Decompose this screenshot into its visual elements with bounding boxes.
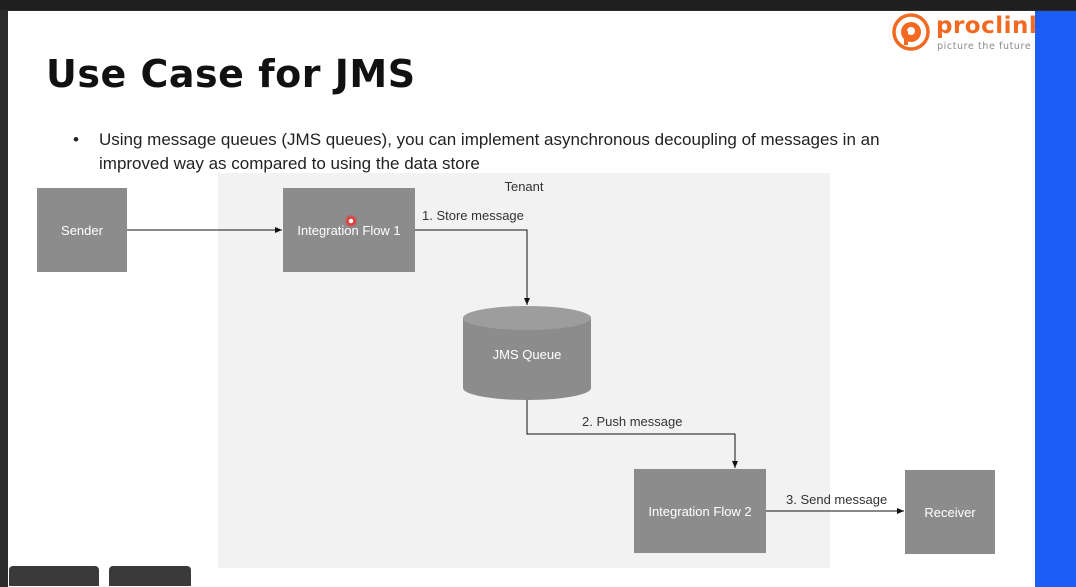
node-jms-queue-cylinder: [463, 306, 591, 400]
laser-pointer-dot: [345, 215, 357, 227]
logo-name: proclink: [936, 13, 1035, 39]
edge-push-message: [526, 400, 738, 468]
bullet-text: Using message queues (JMS queues), you c…: [99, 130, 880, 173]
presentation-slide: proclink picture the future Use Case for…: [8, 11, 1035, 587]
proclink-logo-icon: [892, 13, 930, 51]
edge-label-store: 1. Store message: [422, 208, 524, 223]
tenant-label: Tenant: [504, 179, 544, 194]
node-receiver: Receiver: [905, 470, 995, 554]
bullet-dot: •: [73, 130, 79, 149]
node-sender: Sender: [37, 188, 127, 272]
node-integration-flow-1: Integration Flow 1: [283, 188, 415, 272]
edge-store-message: [415, 229, 530, 305]
edge-label-push: 2. Push message: [582, 414, 683, 429]
slide-title: Use Case for JMS: [46, 52, 416, 96]
edge-label-send: 3. Send message: [786, 492, 888, 507]
window-top-bar: [0, 0, 1076, 10]
node-jms-queue-label: JMS Queue: [492, 347, 562, 362]
side-panel-strip: [1035, 11, 1076, 587]
bottom-tab-1[interactable]: [9, 566, 99, 586]
diagram-connectors: [127, 227, 904, 514]
proclink-logo: proclink picture the future: [892, 13, 1035, 53]
node-integration-flow-2: Integration Flow 2: [634, 469, 766, 553]
logo-tagline: picture the future: [937, 41, 1032, 52]
bottom-tab-2[interactable]: [109, 566, 191, 586]
